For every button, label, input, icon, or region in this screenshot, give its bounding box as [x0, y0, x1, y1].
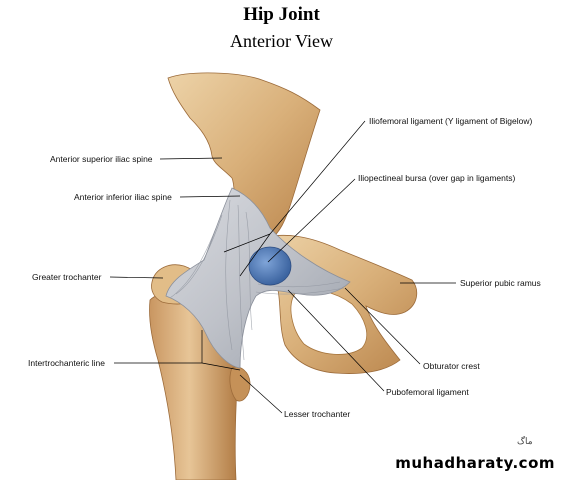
label-lesser-trochanter: Lesser trochanter — [284, 409, 351, 419]
iliopectineal-bursa — [248, 246, 292, 286]
label-intertrochanteric-line: Intertrochanteric line — [28, 358, 106, 368]
lesser-trochanter-bone — [229, 366, 251, 402]
figure-subtitle: Anterior View — [229, 31, 334, 51]
site-watermark: muhadharaty.com — [395, 454, 555, 472]
label-iliopectineal-bursa: Iliopectineal bursa (over gap in ligamen… — [358, 173, 516, 183]
obturator-foramen — [290, 289, 368, 355]
label-obturator-crest: Obturator crest — [423, 361, 480, 371]
label-iliofemoral-ligament: Iliofemoral ligament (Y ligament of Bige… — [369, 116, 533, 126]
leader-lines — [109, 120, 456, 414]
signature-mark: ماگ — [517, 436, 533, 446]
figure-title: Hip Joint — [243, 4, 320, 25]
label-superior-pubic-ramus: Superior pubic ramus — [460, 278, 541, 288]
label-pubofemoral-ligament: Pubofemoral ligament — [386, 387, 469, 397]
label-aiis: Anterior inferior iliac spine — [74, 192, 172, 202]
label-greater-trochanter: Greater trochanter — [32, 272, 102, 282]
label-asis: Anterior superior iliac spine — [50, 154, 153, 164]
